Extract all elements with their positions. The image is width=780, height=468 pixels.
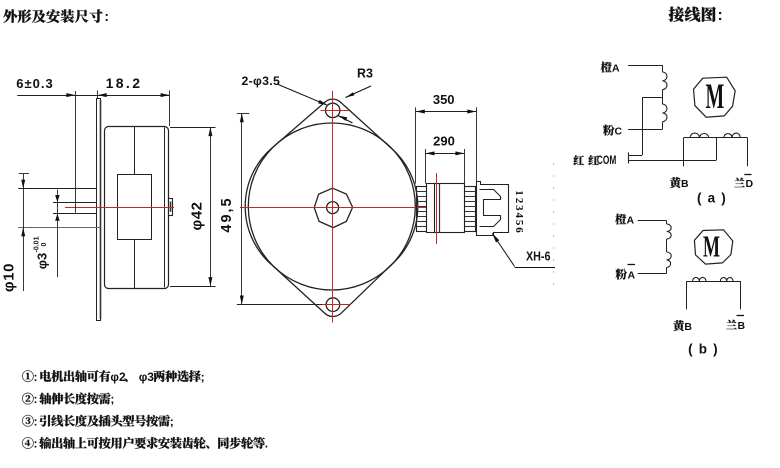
svg-text:M: M xyxy=(703,230,720,264)
svg-text:( a ): ( a ) xyxy=(697,191,727,206)
svg-text:φ42: φ42 xyxy=(189,202,206,231)
svg-text:B: B xyxy=(681,178,689,190)
svg-text:B: B xyxy=(684,321,692,333)
svg-text::: : xyxy=(34,370,38,384)
svg-text:D: D xyxy=(746,178,754,190)
svg-text:φ3: φ3 xyxy=(139,370,155,384)
svg-text:290: 290 xyxy=(433,134,455,149)
svg-text::: : xyxy=(34,437,38,451)
svg-text:( b ): ( b ) xyxy=(688,342,719,357)
svg-text:COM: COM xyxy=(597,153,617,167)
svg-text:C: C xyxy=(615,126,623,138)
svg-text::: : xyxy=(34,414,38,428)
svg-text:A: A xyxy=(628,270,636,282)
svg-text:φ10: φ10 xyxy=(1,263,18,292)
svg-text:A: A xyxy=(627,215,635,227)
svg-text:;: ; xyxy=(110,392,114,406)
svg-text::: : xyxy=(104,8,109,24)
svg-text::: : xyxy=(718,7,723,24)
svg-text:φ3: φ3 xyxy=(35,253,50,270)
svg-text:B: B xyxy=(738,320,746,332)
svg-text::: : xyxy=(34,392,38,406)
svg-text:;: ; xyxy=(170,414,174,428)
svg-text:2-φ3.5: 2-φ3.5 xyxy=(242,74,281,88)
svg-text:XH-6: XH-6 xyxy=(526,249,551,264)
svg-text:.: . xyxy=(265,437,268,451)
svg-text:M: M xyxy=(705,77,724,117)
svg-text:123456: 123456 xyxy=(513,190,525,234)
svg-text:0: 0 xyxy=(41,242,48,246)
svg-text:R3: R3 xyxy=(357,67,373,81)
svg-text:-0.01: -0.01 xyxy=(34,236,41,252)
svg-text:350: 350 xyxy=(433,92,455,107)
svg-text:A: A xyxy=(612,63,620,75)
svg-text:18.2: 18.2 xyxy=(106,75,143,91)
svg-text:φ2: φ2 xyxy=(110,370,126,384)
svg-text:;: ; xyxy=(201,370,205,384)
svg-text:6±0.3: 6±0.3 xyxy=(16,76,53,91)
svg-text:49,5: 49,5 xyxy=(219,196,235,232)
